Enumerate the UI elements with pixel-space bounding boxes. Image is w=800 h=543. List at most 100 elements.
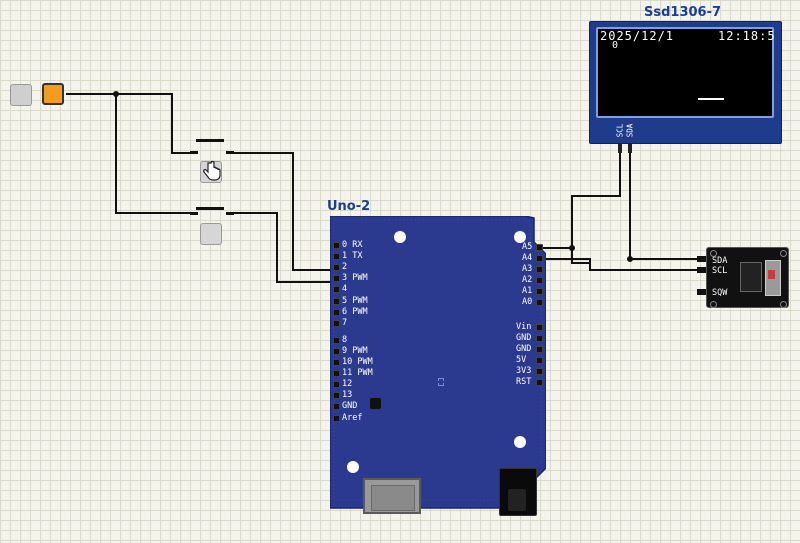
uno-pin-label: 6 PWM [342, 306, 368, 317]
rtc-pin-sda-label: SDA [712, 256, 728, 266]
oled-date: 2025/12/1 [600, 29, 675, 43]
oled-pin-sda-label: SDA [625, 123, 635, 138]
wire-a4-sda [542, 258, 698, 271]
wire-btn1-d2 [230, 152, 338, 271]
uno-pin-label: GND [516, 333, 532, 343]
uno-pin-label: 10 PWM [342, 357, 373, 367]
push-button-cap[interactable] [200, 223, 222, 245]
uno-pin-label: 3 PWM [342, 273, 368, 284]
wire-oled-scl [542, 149, 621, 249]
uno-pin[interactable] [536, 346, 543, 353]
uno-pin-label: 0 RX [342, 240, 363, 250]
junction-dot [627, 256, 633, 262]
rtc-module[interactable]: SDA SCL SQW [706, 247, 789, 308]
button-contact-bar [196, 139, 224, 142]
toggle-switch[interactable] [8, 82, 68, 108]
button-plunger [190, 212, 234, 216]
uno-pin[interactable] [536, 324, 543, 331]
uno-pin[interactable] [333, 336, 340, 344]
uno-pin[interactable] [536, 288, 543, 295]
uno-pin-label: GND [516, 344, 532, 354]
uno-pin[interactable] [536, 335, 543, 342]
uno-pin[interactable] [333, 370, 340, 378]
uno-pin[interactable] [333, 319, 340, 327]
push-button-1[interactable] [190, 138, 234, 184]
button-contact-bar [196, 207, 224, 210]
uno-pin-label: A3 [522, 264, 533, 274]
uno-pin[interactable] [333, 253, 340, 261]
uno-pin-label: RST [516, 377, 532, 387]
uno-pin-label: 2 [342, 262, 348, 273]
uno-pin-label: 7 [342, 317, 348, 328]
uno-pin[interactable] [536, 277, 543, 284]
uno-pin[interactable] [536, 255, 543, 262]
uno-pin-label: A1 [522, 286, 533, 296]
uno-pin[interactable] [333, 264, 340, 272]
uno-pin[interactable] [536, 368, 543, 375]
uno-pin[interactable] [333, 242, 340, 249]
oled-screen: 2025/12/1 12:18:5 0 [596, 27, 775, 118]
uno-pin-label: Vin [516, 322, 532, 332]
uno-pin-label: GND [342, 401, 358, 412]
junction-dot [569, 245, 575, 251]
uno-pin-label: 5 PWM [342, 295, 368, 306]
uno-pin[interactable] [536, 244, 543, 251]
ssd1306-oled-display[interactable]: 2025/12/1 12:18:5 0 SCL SDA [589, 21, 782, 144]
uno-pin-label: 1 TX [342, 251, 363, 262]
uno-title: Uno-2 [327, 199, 371, 214]
uno-pin[interactable] [333, 392, 340, 400]
oled-title: Ssd1306-7 [644, 5, 722, 20]
uno-pin[interactable] [333, 403, 340, 411]
mounting-hole [514, 231, 526, 243]
uno-pin[interactable] [536, 299, 543, 306]
wire-oled-sda [629, 149, 698, 260]
uno-pin[interactable] [536, 266, 543, 273]
uno-pin[interactable] [333, 359, 340, 366]
uno-pin-label: 12 [342, 379, 353, 390]
uno-pin[interactable] [333, 275, 340, 283]
uno-pin[interactable] [333, 414, 340, 422]
uno-pin-label: 3V3 [516, 366, 532, 376]
junction-dot [113, 91, 119, 97]
uno-pin-label: Aref [342, 412, 363, 423]
uno-pin[interactable] [333, 286, 340, 294]
uno-pin[interactable] [333, 347, 340, 355]
rtc-pin-sqw-label: SQW [712, 288, 728, 298]
power-jack [499, 468, 537, 516]
switch-off-button[interactable] [10, 84, 32, 106]
uno-pin[interactable] [536, 357, 543, 364]
wire-btn1-in [116, 93, 193, 154]
oled-pin-scl[interactable] [628, 143, 632, 153]
hand-pointer-icon [203, 160, 221, 181]
oled-cursor-char: 0 [612, 40, 620, 51]
uno-pin-label: A0 [522, 297, 533, 307]
mounting-hole [394, 231, 406, 243]
uno-pin[interactable] [333, 381, 340, 389]
wire-btn2-d3 [230, 212, 338, 283]
push-button-2[interactable] [190, 206, 234, 246]
icsp-header [438, 378, 444, 386]
uno-pin-label: 9 PWM [342, 345, 368, 356]
rtc-pin-scl-label: SCL [712, 266, 728, 276]
uno-pin-label: A4 [522, 253, 533, 263]
rtc-pin-scl[interactable] [697, 267, 706, 273]
uno-pin-label: 5V [516, 355, 527, 365]
uno-pin-label: A2 [522, 275, 533, 285]
oled-pin-sda[interactable] [618, 143, 622, 153]
oled-underscore [698, 98, 724, 100]
uno-pin-label: A5 [522, 242, 533, 252]
wire-btn2-in [115, 94, 193, 214]
rtc-pin-sda[interactable] [697, 256, 706, 262]
uno-pin[interactable] [333, 308, 340, 316]
uno-pin-label: 8 [342, 334, 348, 345]
uno-pin[interactable] [333, 297, 340, 305]
uno-pin-label: 11 PWM [342, 368, 373, 379]
switch-on-button[interactable] [42, 83, 64, 105]
rtc-pin-sqw[interactable] [697, 289, 706, 295]
reset-chip [370, 398, 381, 409]
rtc-mount-hole [780, 301, 787, 308]
uno-pin[interactable] [536, 379, 543, 386]
mounting-hole [347, 461, 359, 473]
